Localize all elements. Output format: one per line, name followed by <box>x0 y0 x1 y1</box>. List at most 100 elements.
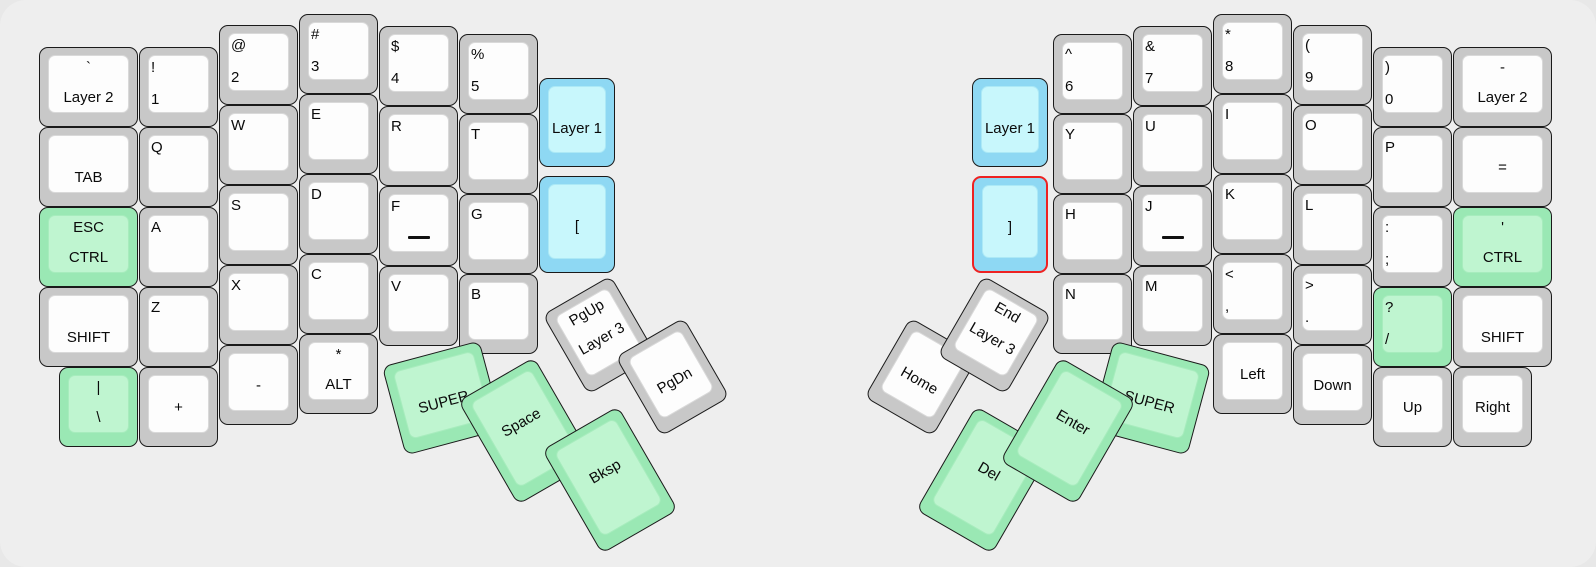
keycap-surface <box>468 282 529 340</box>
key-semicolon[interactable]: :; <box>1373 207 1452 287</box>
key-legend-top: L <box>1305 197 1314 214</box>
key-legend-top: < <box>1225 266 1234 283</box>
key-period[interactable]: >. <box>1293 265 1372 345</box>
key-legend-top: F <box>391 198 401 215</box>
key-t[interactable]: T <box>459 114 538 194</box>
key-left-arrow[interactable]: Left <box>1213 334 1292 414</box>
key-a[interactable]: A <box>139 207 218 287</box>
key-legend-top: J <box>1145 198 1153 215</box>
key-3[interactable]: #3 <box>299 14 378 94</box>
key-rbracket[interactable]: ] <box>972 176 1048 273</box>
key-legends: Q <box>140 128 217 206</box>
keycap-surface <box>1462 375 1523 433</box>
key-legends: `Layer 2 <box>40 48 137 126</box>
keycap-surface <box>1142 274 1203 332</box>
key-q[interactable]: Q <box>139 127 218 207</box>
keycap-surface <box>308 342 369 400</box>
key-down-arrow[interactable]: Down <box>1293 345 1372 425</box>
key-legend-bottom: \ <box>96 409 101 426</box>
keycap-surface <box>1302 33 1363 91</box>
key-g[interactable]: G <box>459 194 538 274</box>
key-n[interactable]: N <box>1053 274 1132 354</box>
key-legend-bottom: CTRL <box>68 249 109 266</box>
key-5[interactable]: %5 <box>459 34 538 114</box>
key-minus[interactable]: - <box>219 345 298 425</box>
key-legend-bottom: 2 <box>231 69 240 86</box>
key-8[interactable]: *8 <box>1213 14 1292 94</box>
key-legend-bottom: 9 <box>1305 69 1314 86</box>
key-1[interactable]: !1 <box>139 47 218 127</box>
key-v[interactable]: V <box>379 266 458 346</box>
key-6[interactable]: ^6 <box>1053 34 1132 114</box>
key-9[interactable]: (9 <box>1293 25 1372 105</box>
key-p[interactable]: P <box>1373 127 1452 207</box>
key-up-arrow[interactable]: Up <box>1373 367 1452 447</box>
key-legend-bottom: Layer 2 <box>1477 89 1528 106</box>
key-legends: G <box>460 195 537 273</box>
key-l[interactable]: L <box>1293 185 1372 265</box>
key-legends: B <box>460 275 537 353</box>
key-d[interactable]: D <box>299 174 378 254</box>
key-shift-right[interactable]: SHIFT <box>1453 287 1552 367</box>
keycap-surface <box>1222 22 1283 80</box>
key-comma[interactable]: <, <box>1213 254 1292 334</box>
key-r[interactable]: R <box>379 106 458 186</box>
key-k[interactable]: K <box>1213 174 1292 254</box>
key-legend-top: S <box>231 197 242 214</box>
key-o[interactable]: O <box>1293 105 1372 185</box>
key-quote-ctrl[interactable]: 'CTRL <box>1453 207 1552 287</box>
key-legend-bottom: 4 <box>391 70 400 87</box>
keycap-surface <box>388 274 449 332</box>
key-legends: ^6 <box>1054 35 1131 113</box>
key-e[interactable]: E <box>299 94 378 174</box>
key-minus-layer2[interactable]: -Layer 2 <box>1453 47 1552 127</box>
key-legend-top: C <box>311 266 322 283</box>
key-0[interactable]: )0 <box>1373 47 1452 127</box>
key-grave-layer2[interactable]: `Layer 2 <box>39 47 138 127</box>
key-legend-center: - <box>256 377 261 394</box>
key-legends: E <box>300 95 377 173</box>
key-pipe-backslash[interactable]: |\ <box>59 367 138 447</box>
key-legend-center: Layer 1 <box>551 120 603 137</box>
key-layer1-right[interactable]: Layer 1 <box>972 78 1048 167</box>
key-lbracket[interactable]: [ <box>539 176 615 273</box>
key-right-arrow[interactable]: Right <box>1453 367 1532 447</box>
key-tab[interactable]: TAB <box>39 127 138 207</box>
key-star-alt[interactable]: *ALT <box>299 334 378 414</box>
key-x[interactable]: X <box>219 265 298 345</box>
key-i[interactable]: I <box>1213 94 1292 174</box>
key-legends: %5 <box>460 35 537 113</box>
keycap-surface <box>1382 135 1443 193</box>
key-u[interactable]: U <box>1133 106 1212 186</box>
key-legend-bottom: 6 <box>1065 78 1074 95</box>
key-h[interactable]: H <box>1053 194 1132 274</box>
key-b[interactable]: B <box>459 274 538 354</box>
key-c[interactable]: C <box>299 254 378 334</box>
key-legend-top: Y <box>1065 126 1076 143</box>
key-legend-bottom: 3 <box>311 58 320 75</box>
keycap-surface <box>148 135 209 193</box>
key-legend-bottom: 0 <box>1385 91 1394 108</box>
key-f[interactable]: F <box>379 186 458 266</box>
key-slash[interactable]: ?/ <box>1373 287 1452 367</box>
key-y[interactable]: Y <box>1053 114 1132 194</box>
key-w[interactable]: W <box>219 105 298 185</box>
key-legend-top: T <box>471 126 481 143</box>
key-2[interactable]: @2 <box>219 25 298 105</box>
key-m[interactable]: M <box>1133 266 1212 346</box>
keycap-surface <box>228 33 289 91</box>
key-4[interactable]: $4 <box>379 26 458 106</box>
keycap-surface <box>1382 375 1443 433</box>
key-7[interactable]: &7 <box>1133 26 1212 106</box>
key-legend-top: W <box>231 117 246 134</box>
key-j[interactable]: J <box>1133 186 1212 266</box>
key-equal[interactable]: = <box>1453 127 1552 207</box>
key-s[interactable]: S <box>219 185 298 265</box>
key-legend-top: ` <box>86 59 91 76</box>
key-shift-left[interactable]: SHIFT <box>39 287 138 367</box>
key-legends: (9 <box>1294 26 1371 104</box>
key-plus[interactable]: + <box>139 367 218 447</box>
key-layer1-left[interactable]: Layer 1 <box>539 78 615 167</box>
key-z[interactable]: Z <box>139 287 218 367</box>
